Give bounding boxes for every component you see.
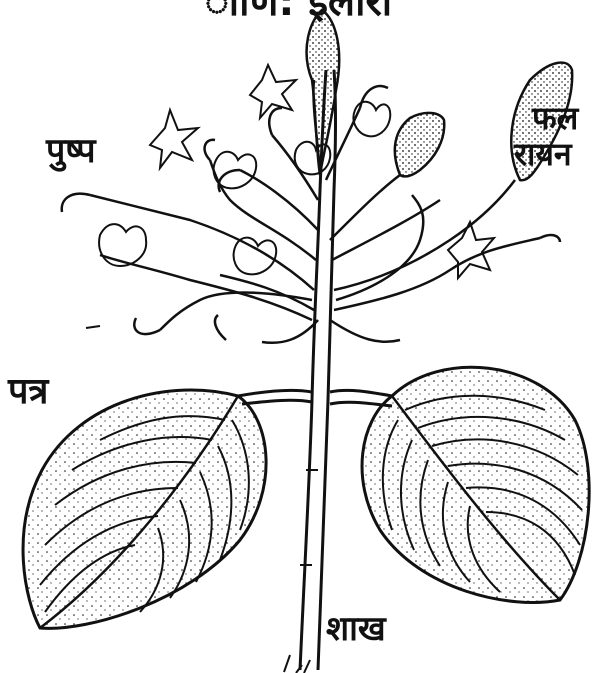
flower-label: पुष्प [46,134,96,168]
fruit-label: फल [532,102,578,134]
branch-label: शाख [326,612,386,646]
left-leaf [23,390,266,628]
top-heading-fragment: ाणि: इलीरा [205,0,392,22]
fruit-name-label: रायन [514,138,572,170]
flower-1 [150,110,198,168]
flower-7 [448,222,494,278]
stalk-hooks [62,86,560,334]
flower-3 [99,224,146,266]
right-leaf [362,367,589,602]
leaf-label: पत्र [8,374,48,410]
leaf-stalks [238,390,392,406]
